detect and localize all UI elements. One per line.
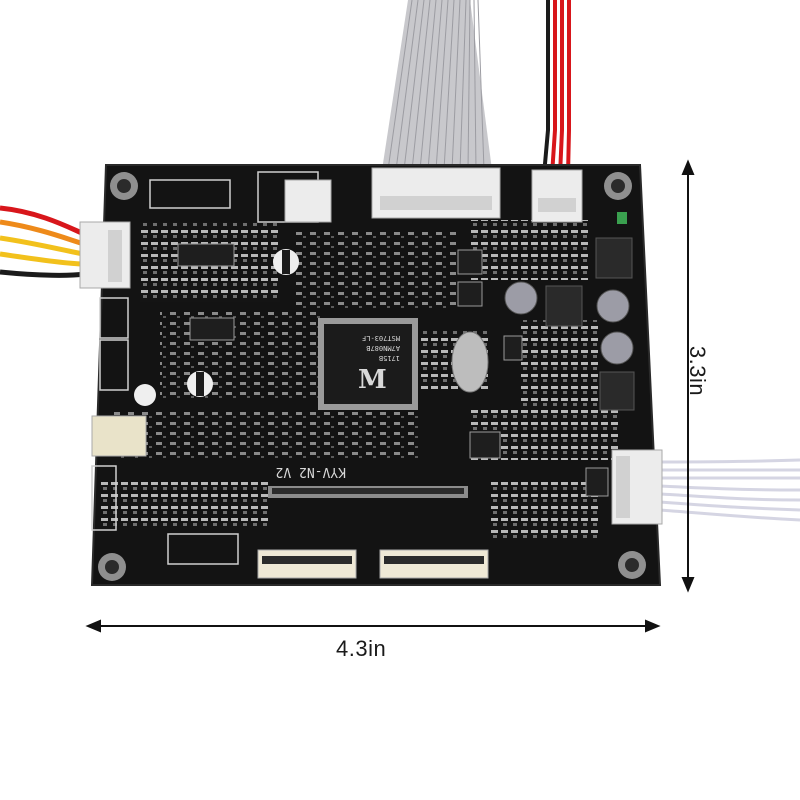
- top-power-wires: [542, 0, 571, 176]
- chip-marking-2: A7MN087B: [366, 344, 400, 352]
- width-dimension-arrow: [85, 619, 661, 633]
- left-power-wires: [0, 205, 85, 278]
- height-dimension-arrow: [681, 159, 695, 593]
- svg-text:M: M: [358, 365, 387, 395]
- width-dimension-label: 4.3in: [336, 636, 387, 661]
- main-chip: M MST703-LF A7MN087B 1715B: [318, 318, 418, 410]
- silkscreen-outlines: [91, 171, 319, 565]
- chip-marking-3: 1715B: [379, 354, 400, 362]
- passive-components: [134, 212, 635, 497]
- chip-marking-1: MST703-LF: [362, 334, 400, 342]
- top-ribbon-cable: [382, 0, 492, 171]
- right-ribbon-cable: [659, 458, 800, 522]
- connectors: [79, 167, 663, 579]
- height-dimension-label: 3.3in: [685, 345, 711, 397]
- board-model-label: KYV-N2 V2: [276, 464, 346, 479]
- mounting-holes: [98, 172, 646, 581]
